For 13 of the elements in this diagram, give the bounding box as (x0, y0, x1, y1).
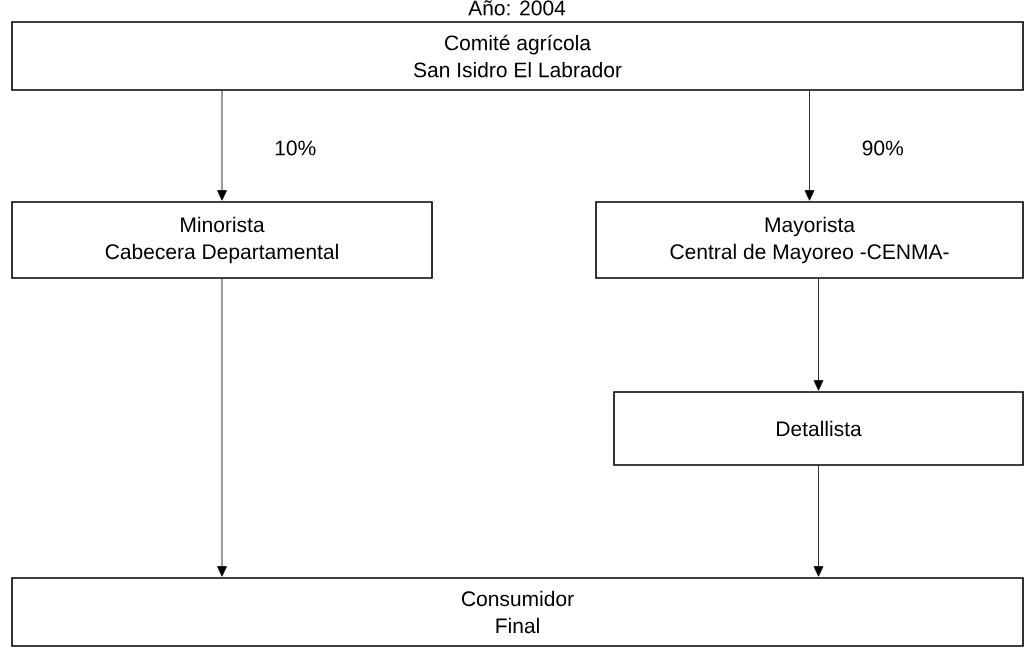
edge-label: 10% (275, 140, 316, 156)
process-box: Consumidor Final (11, 577, 1024, 647)
process-box: Mayorista Central de Mayoreo -CENMA- (595, 201, 1024, 279)
arrow (813, 278, 824, 391)
process-box: Detallista (613, 391, 1024, 466)
arrow (217, 278, 227, 577)
arrow (804, 90, 815, 201)
arrow (813, 465, 824, 577)
process-box: Comité agrícola San Isidro El Labrador (11, 21, 1024, 91)
arrow (217, 90, 227, 201)
edge-label: 90% (862, 140, 903, 156)
process-box: Minorista Cabecera Departamental (11, 201, 433, 279)
title: Año: 2004 (468, 0, 566, 16)
